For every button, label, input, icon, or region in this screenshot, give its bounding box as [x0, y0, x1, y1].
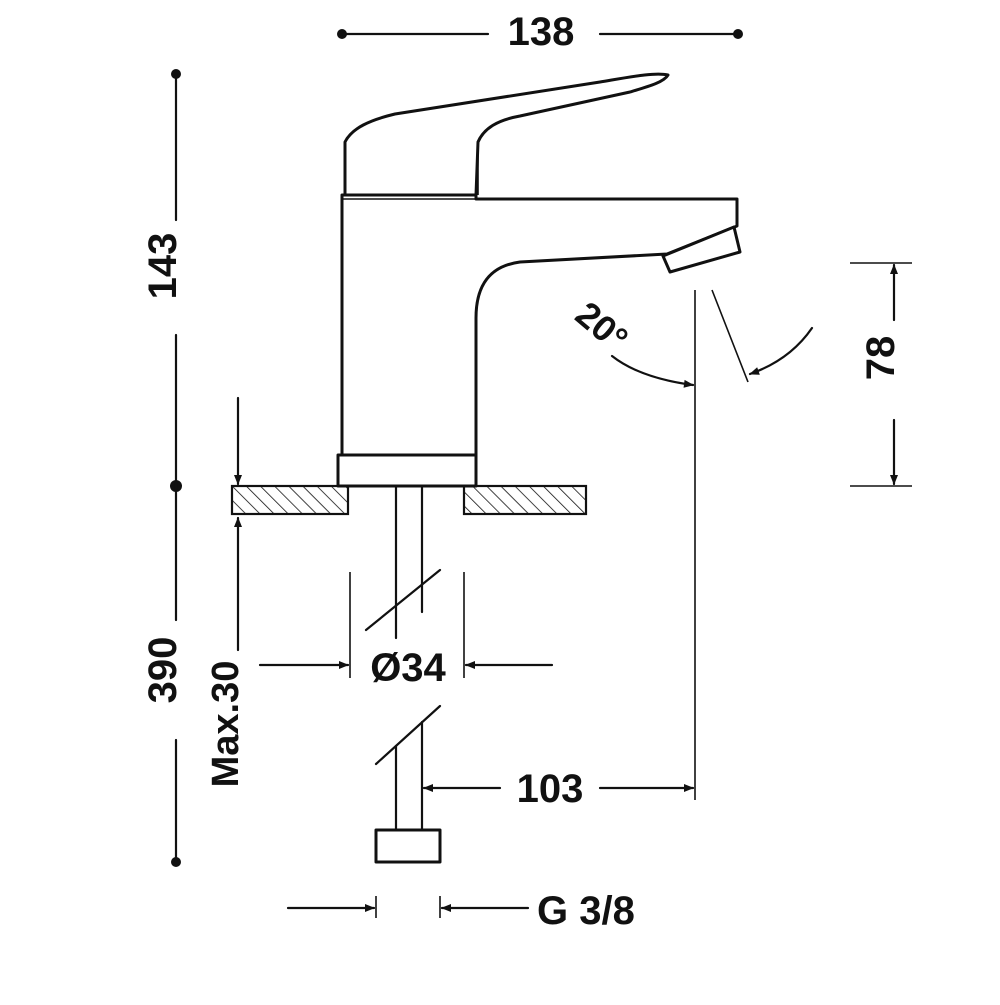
- dimension-spout-angle: 20°: [568, 289, 814, 388]
- width-label: 138: [508, 10, 575, 54]
- dimension-connection: G 3/8: [286, 889, 635, 933]
- faucet: [336, 72, 742, 488]
- dimension-spout-height-78: 78: [850, 262, 912, 487]
- lever-handle: [343, 72, 670, 197]
- hole-diameter-label: Ø34: [370, 646, 446, 690]
- connector: [374, 828, 442, 864]
- reach-label: 103: [517, 767, 584, 811]
- dimension-height-143: 143: [141, 69, 185, 492]
- faucet-body: [340, 193, 739, 457]
- dimension-max-thickness: Max.30: [205, 396, 247, 788]
- dimension-width-138: 138: [337, 10, 743, 54]
- spout-height-label: 78: [859, 336, 903, 381]
- counter-top: [230, 484, 588, 516]
- dimension-reach-103: 103: [422, 290, 696, 811]
- supply-hose: [364, 484, 442, 864]
- dimension-hole-diameter: Ø34: [258, 572, 554, 690]
- spout-angle-label: 20°: [568, 293, 636, 359]
- base-ring: [336, 453, 478, 488]
- dimension-depth-390: 390: [141, 484, 185, 867]
- connection-label: G 3/8: [537, 889, 635, 933]
- max-thickness-label: Max.30: [205, 661, 247, 788]
- depth-label: 390: [141, 637, 185, 704]
- height-label: 143: [141, 233, 185, 300]
- aerator: [661, 225, 742, 274]
